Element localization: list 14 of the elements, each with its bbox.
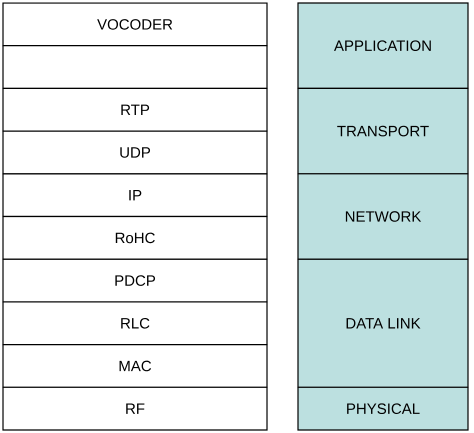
layer-box: APPLICATION: [297, 2, 469, 89]
layer-box: TRANSPORT: [297, 88, 469, 174]
protocol-box: RTP: [2, 88, 268, 132]
layer-box: NETWORK: [297, 173, 469, 260]
protocol-box: PDCP: [2, 258, 268, 303]
protocol-box: IP: [2, 173, 268, 218]
protocol-box: MAC: [2, 344, 268, 388]
protocol-box: RF: [2, 386, 268, 431]
protocol-box: RoHC: [2, 216, 268, 260]
protocol-box: [2, 45, 268, 89]
protocol-box: VOCODER: [2, 2, 268, 46]
layer-box: PHYSICAL: [297, 386, 469, 431]
protocol-box: RLC: [2, 301, 268, 346]
protocol-box: UDP: [2, 130, 268, 174]
